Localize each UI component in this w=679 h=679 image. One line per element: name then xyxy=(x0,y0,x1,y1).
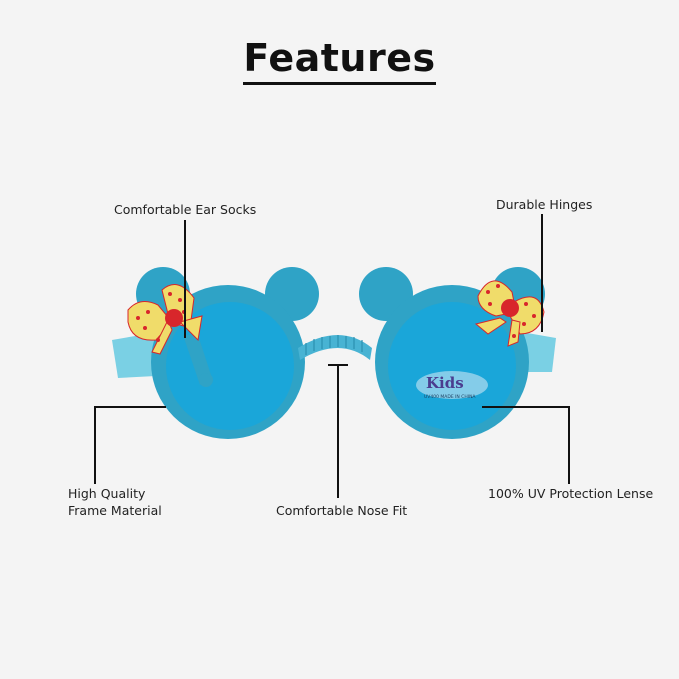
label-ear-socks: Comfortable Ear Socks xyxy=(114,202,257,217)
callout-line-ear-socks xyxy=(184,220,186,338)
callout-line-uv-h xyxy=(482,406,570,408)
label-frame-line2: Frame Material xyxy=(68,503,162,518)
callout-line-frame-v xyxy=(94,406,96,484)
callout-line-frame-h xyxy=(94,406,166,408)
label-uv-lense: 100% UV Protection Lense xyxy=(488,486,654,501)
label-nose-fit: Comfortable Nose Fit xyxy=(276,503,408,518)
nose-bridge xyxy=(298,335,372,360)
lens-print: Kids UV400 MADE IN CHINA xyxy=(416,371,488,400)
label-hinges: Durable Hinges xyxy=(496,197,593,212)
callout-line-hinges xyxy=(541,214,543,332)
callout-line-nose-v xyxy=(337,364,339,498)
page-title: Features xyxy=(0,36,679,85)
label-frame-material: High Quality Frame Material xyxy=(68,485,162,519)
right-bow xyxy=(474,280,545,347)
callout-line-uv-v xyxy=(568,406,570,484)
lens-brand-text: Kids xyxy=(426,374,464,392)
label-frame-line1: High Quality xyxy=(68,486,146,501)
right-lens xyxy=(388,302,516,430)
inner-arm xyxy=(183,335,212,385)
lens-sub-text: UV400 MADE IN CHINA xyxy=(424,394,476,400)
